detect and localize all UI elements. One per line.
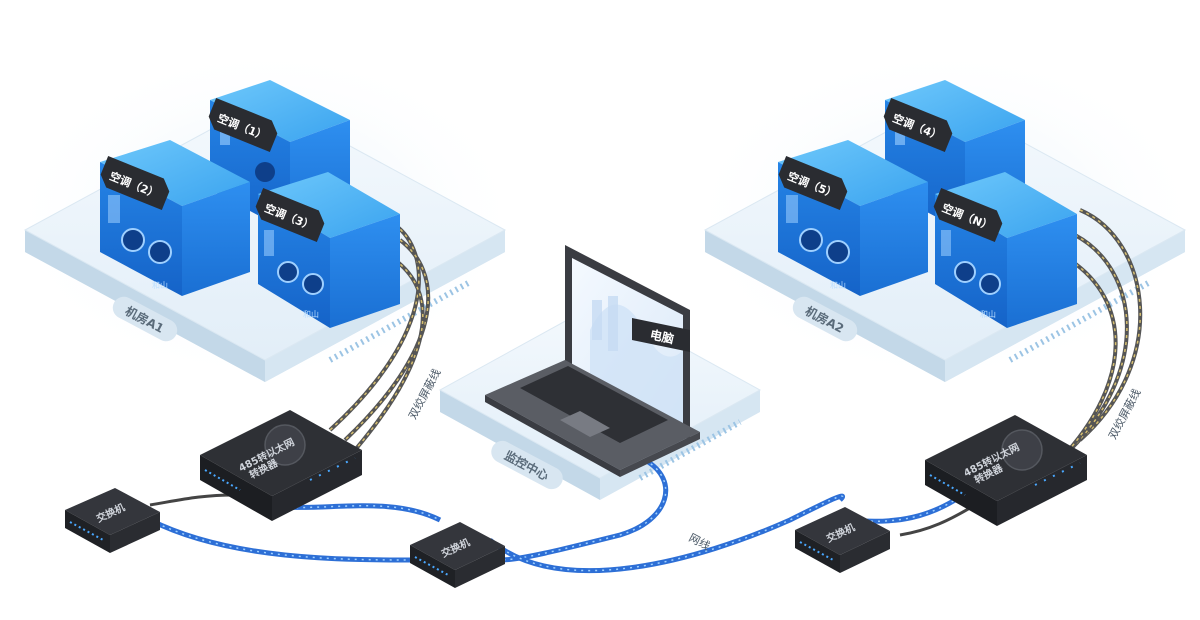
keyboard bbox=[520, 366, 668, 443]
switch-1[interactable]: 交换机 bbox=[65, 488, 160, 553]
cable-label-left: 双绞屏蔽线 bbox=[405, 366, 443, 421]
converter-right[interactable]: 485转以太网 转换器 bbox=[925, 415, 1087, 526]
twisted-cables-right bbox=[1058, 208, 1143, 462]
switch-2[interactable]: 交换机 bbox=[410, 522, 505, 588]
globe-icon bbox=[264, 424, 306, 466]
globe-icon bbox=[1001, 429, 1043, 471]
ac2-brand: 和山 bbox=[152, 280, 168, 290]
ac5-brand: 和山 bbox=[830, 280, 846, 290]
ac3-brand: 和山 bbox=[303, 309, 319, 319]
touchpad[interactable] bbox=[560, 411, 610, 437]
network-cables bbox=[148, 457, 976, 574]
laptop-computer[interactable]: 电脑 bbox=[485, 245, 700, 477]
ac1-tag: 空调（1） bbox=[208, 97, 278, 153]
switch-3[interactable]: 交换机 bbox=[795, 507, 890, 573]
acn-tag: 空调（N） bbox=[933, 187, 1003, 243]
converter-left[interactable]: 485转以太网 转换器 bbox=[200, 410, 362, 521]
acn-brand: 和山 bbox=[980, 309, 996, 319]
computer-label: 电脑 bbox=[649, 327, 676, 347]
